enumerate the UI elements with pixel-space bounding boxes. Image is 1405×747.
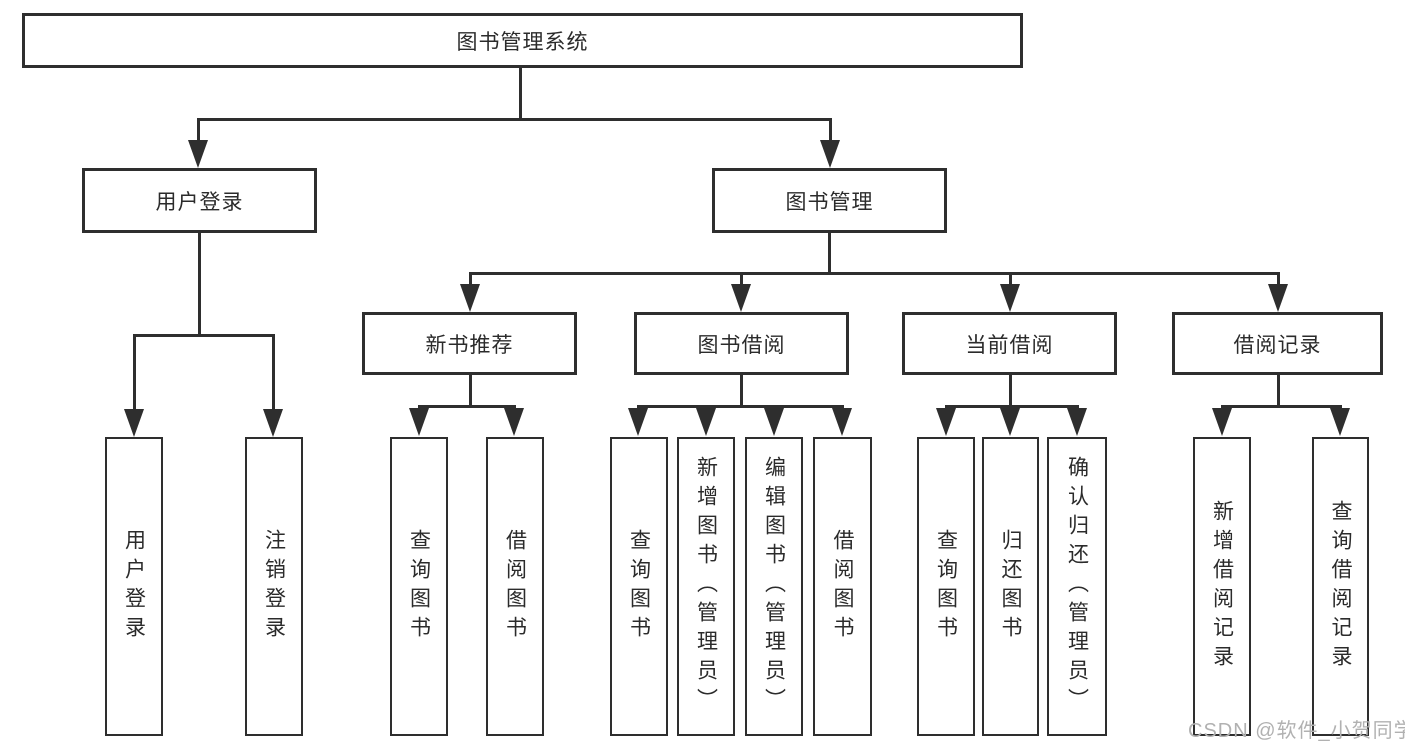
node-label: 新增图书（管理员） xyxy=(694,456,718,717)
node-label: 查询借阅记录 xyxy=(1329,499,1353,674)
node-label: 图书管理 xyxy=(785,190,874,214)
node-label: 图书管理系统 xyxy=(456,30,589,54)
leaf-add-borrow-record: 新增借阅记录 xyxy=(1193,437,1251,736)
arrowhead-down-icon xyxy=(124,409,144,437)
connector-line xyxy=(198,233,201,336)
node-label: 确认归还（管理员） xyxy=(1065,456,1089,717)
node-label: 查询图书 xyxy=(627,528,651,645)
connector-line xyxy=(740,272,743,288)
arrowhead-down-icon xyxy=(1212,408,1232,436)
node-label: 借阅图书 xyxy=(831,528,855,645)
connector-line xyxy=(519,66,522,120)
arrowhead-down-icon xyxy=(764,408,784,436)
arrowhead-down-icon xyxy=(832,408,852,436)
connector-line xyxy=(469,272,1280,275)
connector-line xyxy=(133,334,136,412)
connector-line xyxy=(469,272,472,288)
leaf-borrow-books-1: 借阅图书 xyxy=(486,437,544,736)
leaf-logout: 注销登录 xyxy=(245,437,303,736)
arrowhead-down-icon xyxy=(731,284,751,312)
leaf-query-books-1: 查询图书 xyxy=(390,437,448,736)
csdn-watermark: CSDN @软件_小贺同学 xyxy=(1188,720,1405,742)
connector-line xyxy=(637,405,844,408)
connector-line xyxy=(418,405,516,408)
connector-line xyxy=(197,118,200,144)
connector-line xyxy=(829,118,832,144)
node-label: 新增借阅记录 xyxy=(1210,499,1234,674)
connector-line xyxy=(1009,272,1012,288)
leaf-add-books-admin: 新增图书（管理员） xyxy=(677,437,735,736)
node-label: 归还图书 xyxy=(999,528,1023,645)
node-book-borrowing: 图书借阅 xyxy=(634,312,849,375)
node-label: 图书借阅 xyxy=(697,333,786,357)
node-current-borrowing: 当前借阅 xyxy=(902,312,1117,375)
connector-line xyxy=(197,118,831,121)
arrowhead-down-icon xyxy=(696,408,716,436)
node-label: 当前借阅 xyxy=(965,333,1054,357)
node-label: 用户登录 xyxy=(122,528,146,645)
arrowhead-down-icon xyxy=(820,140,840,168)
leaf-confirm-return-admin: 确认归还（管理员） xyxy=(1047,437,1107,736)
arrowhead-down-icon xyxy=(628,408,648,436)
leaf-user-login: 用户登录 xyxy=(105,437,163,736)
connector-line xyxy=(1009,375,1012,408)
node-label: 查询图书 xyxy=(934,528,958,645)
arrowhead-down-icon xyxy=(1000,284,1020,312)
node-book-management-system: 图书管理系统 xyxy=(22,13,1023,68)
node-borrowing-records: 借阅记录 xyxy=(1172,312,1383,375)
node-label: 借阅记录 xyxy=(1233,333,1322,357)
arrowhead-down-icon xyxy=(1000,408,1020,436)
arrowhead-down-icon xyxy=(1330,408,1350,436)
leaf-edit-books-admin: 编辑图书（管理员） xyxy=(745,437,803,736)
node-label: 新书推荐 xyxy=(425,333,514,357)
node-label: 注销登录 xyxy=(262,528,286,645)
arrowhead-down-icon xyxy=(188,140,208,168)
connector-line xyxy=(945,405,1079,408)
arrowhead-down-icon xyxy=(409,408,429,436)
node-new-book-recommend: 新书推荐 xyxy=(362,312,577,375)
node-label: 查询图书 xyxy=(407,528,431,645)
connector-line xyxy=(1277,272,1280,288)
leaf-query-borrow-record: 查询借阅记录 xyxy=(1312,437,1369,736)
node-label: 借阅图书 xyxy=(503,528,527,645)
arrowhead-down-icon xyxy=(263,409,283,437)
connector-line xyxy=(272,334,275,412)
connector-line xyxy=(469,375,472,408)
connector-line xyxy=(828,233,831,274)
connector-line xyxy=(133,334,275,337)
node-book-management: 图书管理 xyxy=(712,168,947,233)
node-label: 用户登录 xyxy=(155,190,244,214)
arrowhead-down-icon xyxy=(504,408,524,436)
leaf-query-books-3: 查询图书 xyxy=(917,437,975,736)
arrowhead-down-icon xyxy=(460,284,480,312)
arrowhead-down-icon xyxy=(936,408,956,436)
leaf-return-books: 归还图书 xyxy=(982,437,1039,736)
connector-line xyxy=(740,375,743,408)
connector-line xyxy=(1221,405,1342,408)
node-user-login: 用户登录 xyxy=(82,168,317,233)
leaf-query-books-2: 查询图书 xyxy=(610,437,668,736)
connector-line xyxy=(1277,375,1280,408)
arrowhead-down-icon xyxy=(1268,284,1288,312)
leaf-borrow-books-2: 借阅图书 xyxy=(813,437,872,736)
arrowhead-down-icon xyxy=(1067,408,1087,436)
node-label: 编辑图书（管理员） xyxy=(762,456,786,717)
